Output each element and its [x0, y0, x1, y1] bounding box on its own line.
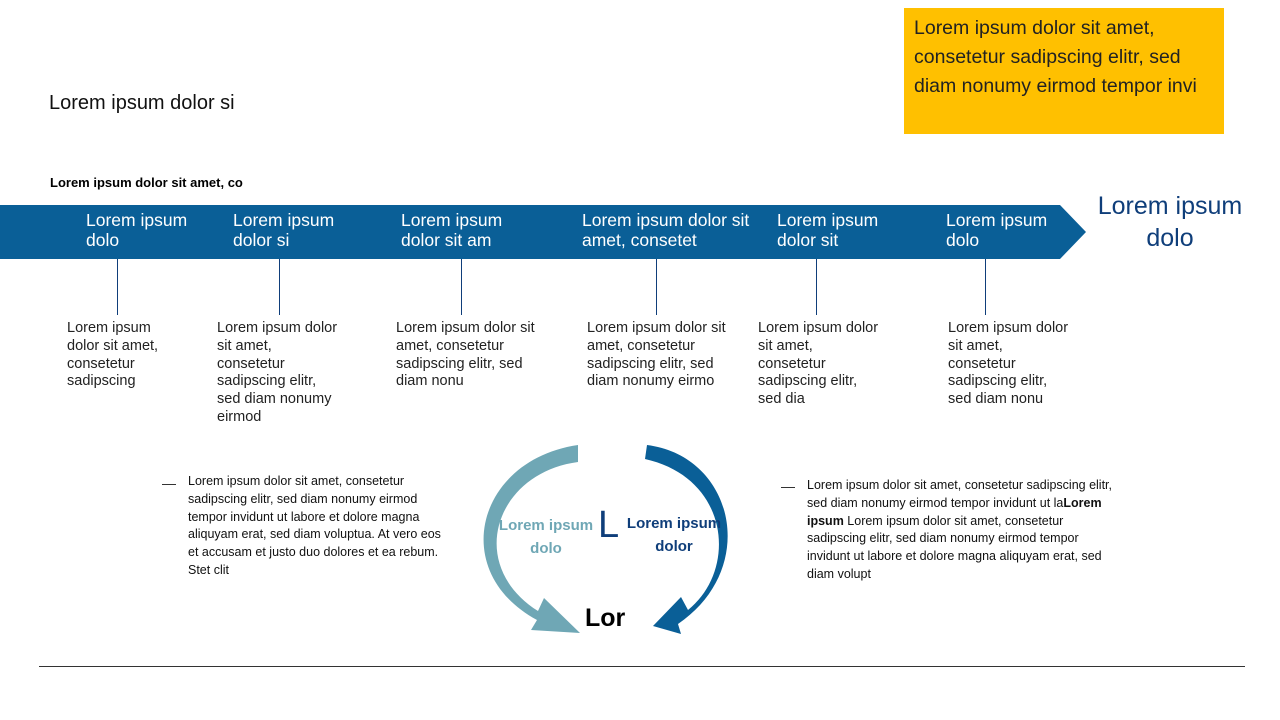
stage-connector-4 [656, 259, 657, 315]
stage-connector-6 [985, 259, 986, 315]
stage-label-4: Lorem ipsum dolor sit amet, consetet [582, 210, 750, 250]
callout-box: Lorem ipsum dolor sit amet, consetetur s… [904, 8, 1224, 134]
note-dash-left [162, 484, 176, 485]
stage-connector-5 [816, 259, 817, 315]
stage-label-6: Lorem ipsum dolo [946, 210, 1048, 250]
page-title: Lorem ipsum dolor si [49, 92, 235, 114]
stage-connector-2 [279, 259, 280, 315]
timeline-end-label: Lorem ipsum dolo [1097, 192, 1243, 252]
cycle-arrow-right [645, 445, 728, 634]
cycle-left-label: Lorem ipsum dolo [498, 517, 594, 557]
stage-desc-6: Lorem ipsum dolor sit amet, consetetur s… [948, 320, 1069, 408]
stage-desc-2: Lorem ipsum dolor sit amet, consetetur s… [217, 320, 338, 425]
callout-text: Lorem ipsum dolor sit amet, consetetur s… [914, 17, 1197, 97]
note-right-bold: Lorem ipsum [807, 495, 1102, 528]
stage-label-2: Lorem ipsum dolor si [233, 210, 335, 250]
note-dash-right [781, 487, 795, 488]
stage-desc-4: Lorem ipsum dolor sit amet, consetetur s… [587, 320, 726, 390]
cycle-diagram [483, 445, 728, 634]
timeline-subtitle: Lorem ipsum dolor sit amet, co [50, 175, 243, 190]
timeline-band [0, 205, 1086, 259]
stage-desc-5: Lorem ipsum dolor sit amet, consetetur s… [758, 320, 879, 408]
stage-label-3: Lorem ipsum dolor sit am [401, 210, 503, 250]
stage-connector-1 [117, 259, 118, 315]
stage-label-5: Lorem ipsum dolor sit [777, 210, 879, 250]
note-right-text-1: Lorem ipsum dolor sit amet, consetetur s… [807, 478, 1112, 510]
timeline-arrow [0, 205, 1086, 259]
stage-desc-3: Lorem ipsum dolor sit amet, consetetur s… [396, 320, 535, 390]
cycle-right-label: Lorem ipsum dolor [626, 515, 722, 555]
note-right-text-2: Lorem ipsum dolor sit amet, consetetur s… [807, 513, 1102, 581]
note-left: Lorem ipsum dolor sit amet, consetetur s… [188, 474, 441, 577]
stage-label-1: Lorem ipsum dolo [86, 210, 188, 250]
cycle-center-letter: L [598, 504, 620, 546]
cycle-arrow-left [483, 445, 580, 633]
bottom-divider [39, 666, 1245, 667]
stage-desc-1: Lorem ipsum dolor sit amet, consetetur s… [67, 320, 159, 390]
cycle-bottom-label: Lor [585, 604, 626, 632]
note-right: Lorem ipsum dolor sit amet, consetetur s… [807, 477, 1117, 584]
stage-connector-3 [461, 259, 462, 315]
